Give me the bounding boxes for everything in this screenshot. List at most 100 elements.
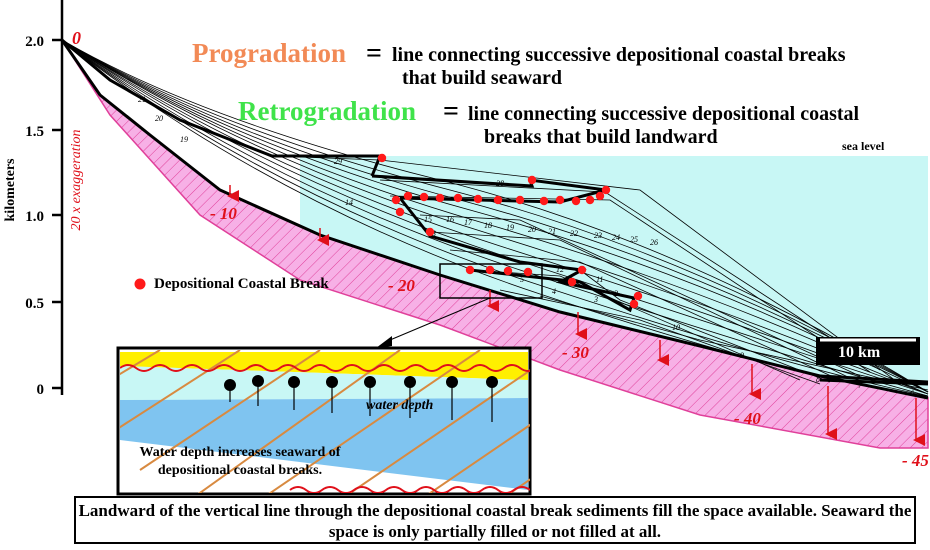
coastal-break — [485, 265, 495, 275]
inset-coastal-break — [486, 376, 498, 388]
tick-0: 0 — [37, 382, 45, 398]
coastal-break — [403, 191, 413, 201]
coastal-break — [601, 185, 611, 195]
progradation-definition-line1: line connecting successive depositional … — [392, 44, 846, 66]
layer-number-label: 20 — [155, 114, 163, 123]
layer-number-label: 20 — [528, 225, 536, 234]
coastal-break — [391, 195, 401, 205]
coastal-break — [523, 267, 533, 277]
layer-number-label: 3 — [593, 295, 598, 304]
layer-number-label: 5 — [520, 275, 524, 284]
layer-number-label: 9 — [740, 351, 744, 360]
layer-number-label: 11 — [596, 275, 603, 284]
layer-number-label: 10 — [672, 323, 680, 332]
coastal-break — [395, 207, 405, 217]
layer-number-label: 12 — [556, 265, 564, 274]
legend-label: Depositional Coastal Break — [154, 276, 329, 292]
layer-number-label: 29 — [334, 157, 342, 166]
tick-1-0: 1.0 — [25, 209, 44, 225]
zoom-pointer — [389, 297, 491, 341]
scale-bar-label: 10 km — [838, 344, 881, 361]
inset-coastal-break — [252, 375, 264, 387]
origin-label: 0 — [72, 28, 81, 48]
subsidence-40: - 40 — [734, 409, 761, 428]
progradation-equals: = — [366, 38, 382, 69]
scale-bar — [816, 337, 920, 365]
layer-number-label: 16 — [446, 215, 454, 224]
coastal-break — [585, 195, 595, 205]
layer-number-label: 2 — [614, 289, 618, 298]
legend-dot — [134, 278, 146, 290]
inset-coastal-break — [224, 379, 236, 391]
tick-2-0: 2.0 — [25, 34, 44, 50]
inset-coastal-break — [404, 376, 416, 388]
coastal-break — [473, 194, 483, 204]
y-axis — [52, 0, 64, 395]
tick-0-5: 0.5 — [25, 296, 44, 312]
zoom-arrowhead — [376, 336, 392, 348]
coastal-break — [633, 291, 643, 301]
layer-number-label: 23 — [594, 231, 602, 240]
footer-box: Landward of the vertical line through th… — [74, 496, 916, 544]
subsidence-arrows — [227, 185, 925, 446]
subsidence-10: - 10 — [210, 204, 237, 223]
coastal-break — [595, 191, 605, 201]
coastal-break — [515, 195, 525, 205]
tick-1-5: 1.5 — [25, 124, 44, 140]
coastal-break-dots — [377, 153, 643, 309]
coastal-break — [419, 192, 429, 202]
coastal-break — [425, 227, 435, 237]
inset-coastal-break — [364, 376, 376, 388]
coastal-break — [539, 196, 549, 206]
subsidence-30: - 30 — [562, 343, 589, 362]
coastal-break — [493, 195, 503, 205]
coastal-break — [571, 196, 581, 206]
inset-coastal-break — [446, 376, 458, 388]
inset-caption: Water depth increases seaward of deposit… — [139, 445, 341, 478]
sea-level-label: sea level — [842, 139, 885, 153]
inset-coastal-break — [288, 376, 300, 388]
layer-number-label: 15 — [424, 215, 432, 224]
coastal-break — [577, 265, 587, 275]
inset-water-depth-label: water depth — [366, 398, 434, 413]
retrogradation-definition-line1: line connecting successive depositional … — [468, 103, 860, 125]
layer-number-label: 7 — [858, 381, 863, 390]
layer-number-label: 19 — [506, 223, 514, 232]
layer-number-label: 21 — [138, 95, 146, 104]
layer-number-label: 6 — [910, 389, 914, 398]
subsidence-45: - 45 — [902, 451, 929, 470]
coastal-break — [453, 193, 463, 203]
layer-number-label: 21 — [548, 227, 556, 236]
subsidence-20: - 20 — [388, 276, 415, 295]
layer-number-label: 14 — [345, 198, 353, 207]
layer-number-label: 26 — [650, 238, 658, 247]
inset-coastal-break — [326, 376, 338, 388]
coastal-break — [465, 265, 475, 275]
inset-panel — [116, 346, 532, 496]
retrogradation-definition-line2: breaks that build landward — [484, 126, 718, 148]
retrogradation-equals: = — [443, 96, 459, 127]
y-axis-label: kilometers — [3, 158, 18, 222]
coastal-break — [435, 193, 445, 203]
zoom-box — [439, 263, 543, 299]
layer-number-label: 4 — [552, 287, 556, 296]
coastal-break — [555, 195, 565, 205]
coastal-break — [377, 153, 387, 163]
layer-number-label: 19 — [180, 135, 188, 144]
coastal-break — [503, 266, 513, 276]
layer-number-label: 24 — [612, 233, 620, 242]
layer-number-label: 18 — [484, 221, 492, 230]
progradation-definition-line2: that build seaward — [402, 67, 563, 89]
retrogradation-title: Retrogradation — [238, 96, 416, 126]
coastal-break — [629, 299, 639, 309]
footer-text: Landward of the vertical line through th… — [78, 501, 912, 541]
coastal-break — [567, 277, 577, 287]
layer-number-label: 25 — [630, 235, 638, 244]
layer-number-label: 22 — [570, 229, 578, 238]
layer-numbers: 21 20 19 29 28 14 15 16 17 18 19 20 21 2… — [138, 95, 914, 398]
layer-number-label: 17 — [464, 218, 473, 227]
layer-number-label: 8 — [816, 375, 820, 384]
layer-number-label: 28 — [496, 179, 504, 188]
progradation-title: Progradation — [192, 38, 346, 68]
